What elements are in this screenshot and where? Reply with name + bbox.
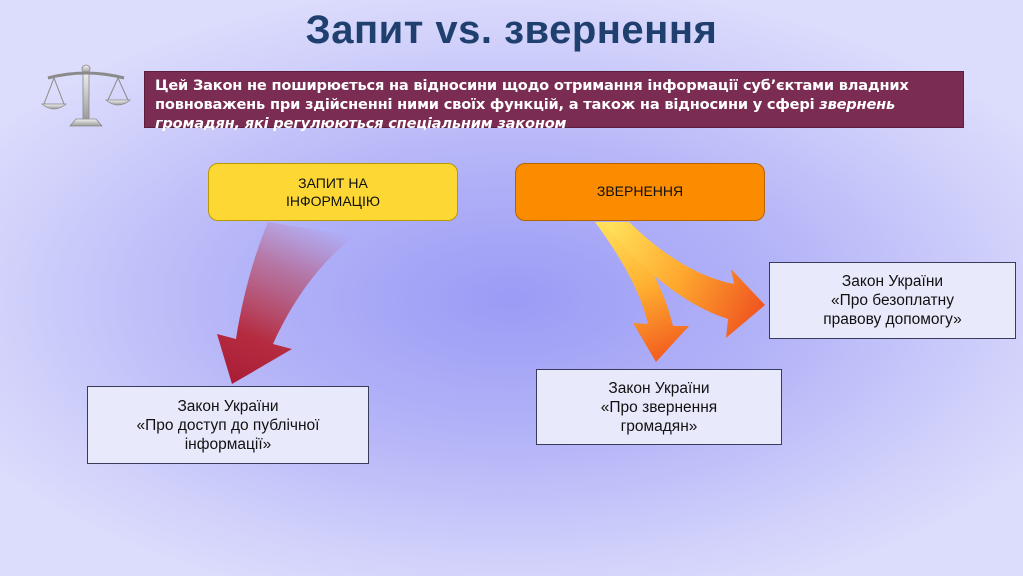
arrow-to-appeals-law <box>595 222 689 362</box>
arrow-to-legal-aid-law <box>603 222 765 338</box>
citizens-appeals-law-label: Закон України «Про звернення громадян» <box>600 379 718 435</box>
request-for-information-box: ЗАПИТ НА ІНФОРМАЦІЮ <box>208 163 458 221</box>
free-legal-aid-law-box: Закон України «Про безоплатну правову до… <box>769 262 1016 339</box>
scales-of-justice-icon <box>40 64 132 127</box>
free-legal-aid-law-label: Закон України «Про безоплатну правову до… <box>823 273 962 328</box>
law-scope-note: Цей Закон не поширюється на відносини що… <box>144 71 964 132</box>
appeal-box: ЗВЕРНЕННЯ <box>515 163 765 221</box>
appeal-label: ЗВЕРНЕННЯ <box>596 183 684 199</box>
page-title: Запит vs. звернення <box>305 8 718 52</box>
note-italic-text: звернень громадян, які регулюються спеці… <box>155 96 896 132</box>
public-info-law-box: Закон України «Про доступ до публічної і… <box>87 386 369 464</box>
public-info-law-label: Закон України «Про доступ до публічної і… <box>136 397 320 453</box>
note-text: Цей Закон не поширюється на відносини що… <box>155 77 909 113</box>
request-for-information-label: ЗАПИТ НА ІНФОРМАЦІЮ <box>285 175 381 209</box>
arrow-to-public-info-law <box>217 222 355 384</box>
citizens-appeals-law-box: Закон України «Про звернення громадян» <box>536 369 782 445</box>
